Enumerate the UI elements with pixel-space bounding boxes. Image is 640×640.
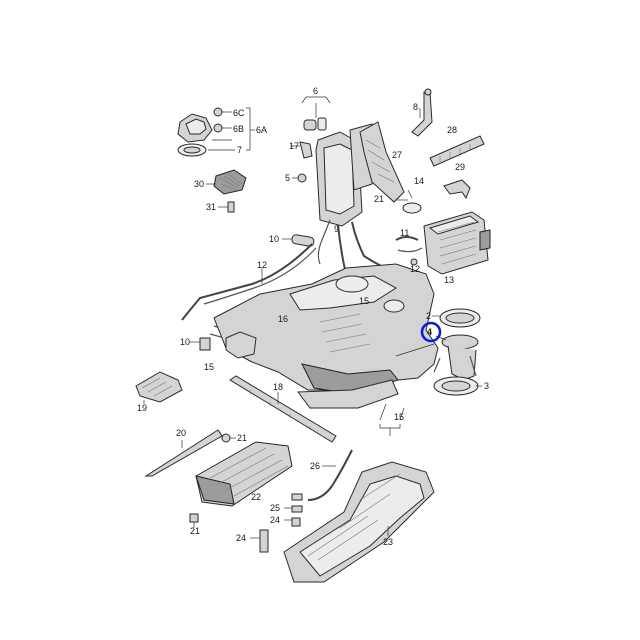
callout-25: 25 — [270, 503, 280, 513]
callout-18: 18 — [273, 382, 283, 392]
callout-19: 19 — [137, 403, 147, 413]
part-14-ring — [396, 189, 422, 214]
part-2-seal-ring — [432, 308, 481, 328]
callout-10-left: 10 — [180, 337, 190, 347]
callout-6a: 6A — [256, 125, 267, 135]
callout-7: 7 — [237, 145, 242, 155]
part-30-seal — [206, 169, 247, 195]
callout-29: 29 — [455, 162, 465, 172]
callout-2: 2 — [426, 311, 431, 321]
part-13-carbon-canister — [423, 211, 491, 275]
callout-15-center: 15 — [359, 296, 369, 306]
part-12-fuel-line — [181, 243, 317, 321]
part-15-bracket — [379, 403, 405, 436]
callout-26: 26 — [310, 461, 320, 471]
callout-12-center: 12 — [257, 260, 267, 270]
callout-15-left: 15 — [204, 362, 214, 372]
part-8-sender — [411, 88, 433, 137]
callout-14: 14 — [414, 176, 424, 186]
part-26-hose — [307, 449, 353, 501]
callout-24-small: 24 — [270, 515, 280, 525]
part-6-cap-group — [301, 96, 331, 131]
part-24-bolt — [250, 517, 301, 553]
callout-30: 30 — [194, 179, 204, 189]
part-28-rail — [429, 135, 485, 167]
callout-20: 20 — [176, 428, 186, 438]
part-25-clip — [284, 493, 303, 513]
callout-16: 16 — [278, 314, 288, 324]
callout-6b: 6B — [233, 124, 244, 134]
callout-11: 11 — [400, 228, 409, 238]
part-6a-group — [177, 107, 255, 151]
highlight-circle-4 — [420, 321, 442, 343]
fuel-tank-body — [213, 263, 439, 409]
callout-24-bolt: 24 — [236, 533, 246, 543]
part-22-heat-shield — [195, 441, 293, 507]
callout-21-bottom-a: 21 — [237, 433, 247, 443]
callout-21-top: 21 — [374, 194, 384, 204]
part-19-pump — [135, 371, 183, 404]
callout-6: 6 — [313, 86, 318, 96]
part-21c-nut — [189, 513, 199, 528]
part-23-underbody-shield — [283, 461, 435, 583]
callout-17: 17 — [289, 141, 299, 151]
callout-22: 22 — [251, 492, 261, 502]
part-11-12-hoses — [395, 236, 423, 266]
callout-5: 5 — [285, 173, 290, 183]
part-21b-nut — [221, 433, 236, 443]
callout-12-right: 12 — [410, 264, 420, 274]
part-29-bracket — [443, 179, 471, 200]
callout-9: 9 — [334, 224, 339, 234]
callout-8: 8 — [413, 102, 418, 112]
callout-10-top: 10 — [269, 234, 279, 244]
callout-27: 27 — [392, 150, 402, 160]
part-3-lock-ring — [433, 376, 482, 396]
part-18-strap — [229, 375, 337, 443]
callout-13: 13 — [444, 275, 454, 285]
callout-4: 4 — [427, 327, 432, 337]
part-31-bolt — [218, 201, 235, 213]
callout-15-bottom: 15 — [394, 412, 404, 422]
part-5-screw — [292, 173, 307, 183]
callout-21-bottom-b: 21 — [190, 526, 200, 536]
part-7-ring — [177, 143, 235, 157]
part-17-clip — [290, 141, 313, 159]
callout-31: 31 — [206, 202, 216, 212]
callout-6c: 6C — [233, 108, 245, 118]
callout-28: 28 — [447, 125, 457, 135]
callout-23: 23 — [383, 537, 393, 547]
part-10b-clamp — [190, 337, 211, 351]
part-27-bracket — [359, 121, 405, 203]
part-10-filter — [282, 234, 315, 247]
callout-3: 3 — [484, 381, 489, 391]
